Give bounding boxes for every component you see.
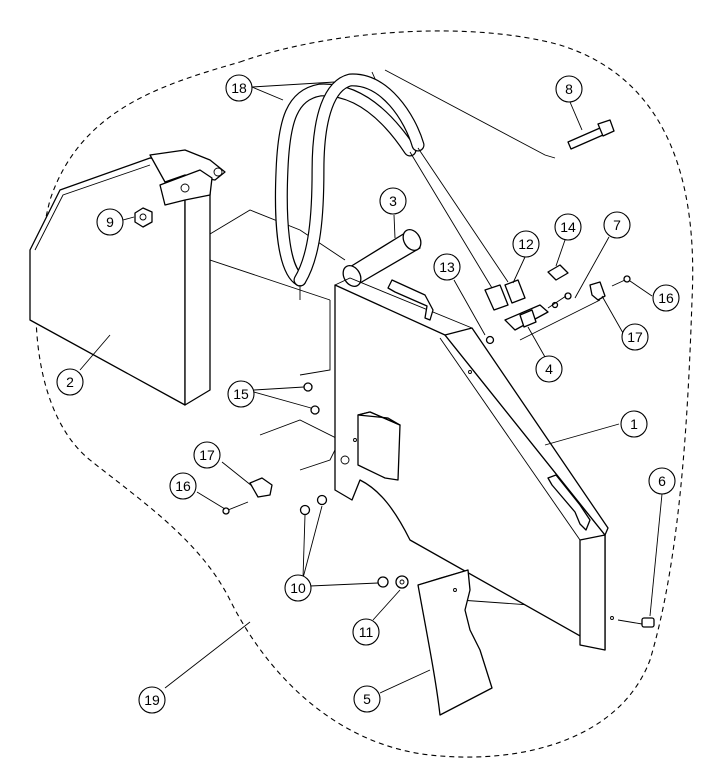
callout-14: 14 [554, 213, 582, 241]
part-2-guard-plate [29, 149, 226, 406]
callout-12: 12 [512, 230, 540, 258]
callout-4: 4 [535, 355, 563, 383]
callout-8-label: 8 [565, 81, 573, 97]
callout-15-label: 15 [233, 386, 249, 402]
callout-11: 11 [352, 618, 380, 646]
callout-3: 3 [379, 187, 407, 215]
callout-16-left-label: 16 [175, 478, 191, 494]
part-12-fitting-b [504, 279, 526, 304]
callout-9: 9 [96, 208, 124, 236]
part-14-fitting [547, 264, 569, 281]
callout-9-label: 9 [106, 214, 114, 230]
callout-8: 8 [555, 75, 583, 103]
callout-17-left: 17 [193, 441, 221, 469]
callout-7-label: 7 [613, 217, 621, 233]
fittings-group [484, 264, 572, 345]
part-3-tube [342, 229, 422, 287]
callout-18: 18 [225, 74, 253, 102]
callout-10: 10 [284, 574, 312, 602]
callout-6: 6 [648, 467, 676, 495]
callout-3-label: 3 [389, 193, 397, 209]
callout-16-right: 16 [652, 284, 680, 312]
callout-12-label: 12 [518, 236, 534, 252]
part-17-clip-left [249, 477, 273, 498]
callout-19: 19 [138, 686, 166, 714]
callout-7: 7 [603, 211, 631, 239]
part-9-nut [134, 207, 153, 228]
part-5-flap [417, 569, 493, 716]
part-16-screw-left [222, 501, 249, 515]
callout-13-label: 13 [439, 259, 455, 275]
callout-2: 2 [56, 368, 84, 396]
leader-lines [79, 81, 663, 694]
part-18-hoses [274, 73, 509, 300]
part-11-washer [395, 575, 409, 589]
callout-14-label: 14 [560, 219, 576, 235]
assembly-boundary [35, 30, 694, 758]
part-6-bolt [617, 617, 655, 628]
callout-5: 5 [353, 685, 381, 713]
part-12-fitting-a [484, 284, 509, 311]
callout-10-label: 10 [290, 580, 306, 596]
callout-6-label: 6 [658, 473, 666, 489]
callout-15: 15 [227, 380, 255, 408]
part-1-main-housing [334, 277, 614, 651]
callout-19-label: 19 [144, 692, 160, 708]
callout-13: 13 [433, 253, 461, 281]
callout-16-right-label: 16 [658, 290, 674, 306]
callout-18-label: 18 [231, 80, 247, 96]
part-15-nuts [303, 382, 320, 415]
callout-1-label: 1 [630, 416, 638, 432]
callout-16-left: 16 [169, 472, 197, 500]
part-10-nuts [299, 494, 389, 588]
part-8-bolt [567, 119, 615, 150]
callout-4-label: 4 [545, 361, 553, 377]
callout-2-label: 2 [66, 374, 74, 390]
part-17-clip-right [589, 281, 606, 301]
callout-17-right: 17 [621, 323, 649, 351]
callout-17-left-label: 17 [199, 447, 215, 463]
callout-5-label: 5 [363, 691, 371, 707]
part-13-screw [485, 335, 495, 345]
callout-1: 1 [620, 410, 648, 438]
part-7-pin [564, 292, 572, 300]
part-16-screw-right [611, 275, 631, 287]
callout-11-label: 11 [359, 624, 374, 640]
callout-17-right-label: 17 [627, 329, 643, 345]
